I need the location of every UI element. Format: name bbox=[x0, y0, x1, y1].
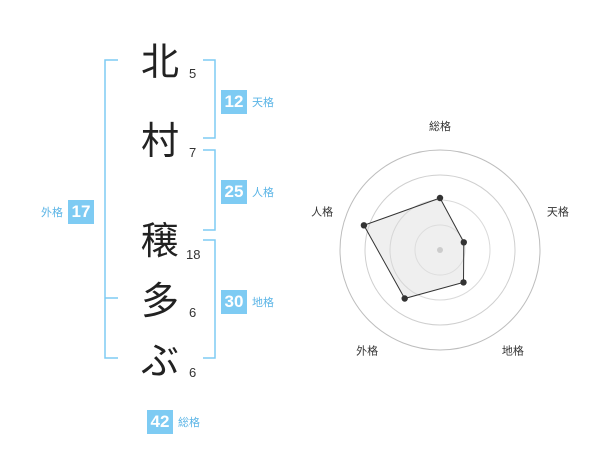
gaikaku-bracket bbox=[104, 59, 118, 359]
radar-point-3 bbox=[460, 279, 467, 286]
gaikaku-badge: 17 外格 bbox=[41, 200, 94, 224]
radar-axis-label-5: 人格 bbox=[311, 205, 333, 219]
radar-point-5 bbox=[360, 222, 368, 229]
jinkaku-bracket bbox=[203, 149, 216, 231]
stroke-count-1: 5 bbox=[189, 66, 197, 81]
radar-point-2 bbox=[460, 239, 467, 246]
stroke-count-2: 7 bbox=[189, 145, 197, 160]
chikaku-badge: 30 地格 bbox=[221, 290, 274, 314]
tenkaku-badge: 12 天格 bbox=[221, 90, 274, 114]
radar-ring-1 bbox=[414, 224, 466, 276]
radar-ring-4 bbox=[339, 149, 541, 351]
name-char-4: 多 bbox=[140, 279, 179, 323]
radar-center-dot bbox=[437, 247, 443, 253]
name-char-2: 村 bbox=[140, 119, 179, 163]
stroke-count-5: 6 bbox=[189, 365, 197, 380]
radar-series-area bbox=[363, 197, 465, 300]
radar-axis-label-4: 外格 bbox=[356, 343, 378, 357]
radar-axis-label-2: 天格 bbox=[547, 205, 569, 219]
radar-axis-label-1: 総格 bbox=[429, 119, 451, 133]
radar-point-4 bbox=[401, 295, 408, 302]
radar-points bbox=[360, 194, 467, 302]
tenkaku-label: 天格 bbox=[252, 96, 274, 109]
tenkaku-bracket bbox=[203, 59, 216, 139]
radar-axis-label-3: 地格 bbox=[502, 343, 524, 357]
chikaku-label: 地格 bbox=[252, 296, 274, 309]
jinkaku-label: 人格 bbox=[252, 186, 274, 199]
gaikaku-value: 17 bbox=[68, 200, 94, 224]
bracket-lines bbox=[104, 59, 216, 359]
radar-point-1 bbox=[436, 194, 444, 202]
jinkaku-value: 25 bbox=[221, 180, 247, 204]
jinkaku-badge: 25 人格 bbox=[221, 180, 274, 204]
chikaku-value: 30 bbox=[221, 290, 247, 314]
soukaku-badge: 42 総格 bbox=[147, 410, 200, 434]
name-char-5: ぶ bbox=[140, 339, 179, 383]
soukaku-label: 総格 bbox=[178, 416, 200, 429]
gaikaku-label: 外格 bbox=[41, 206, 63, 219]
stroke-count-4: 6 bbox=[189, 305, 197, 320]
name-char-1: 北 bbox=[140, 40, 179, 84]
tenkaku-value: 12 bbox=[221, 90, 247, 114]
name-char-3: 穣 bbox=[140, 219, 179, 263]
radar-ring-3 bbox=[364, 174, 516, 326]
chikaku-bracket bbox=[203, 239, 216, 359]
stroke-count-3: 18 bbox=[186, 247, 201, 262]
soukaku-value: 42 bbox=[147, 410, 173, 434]
